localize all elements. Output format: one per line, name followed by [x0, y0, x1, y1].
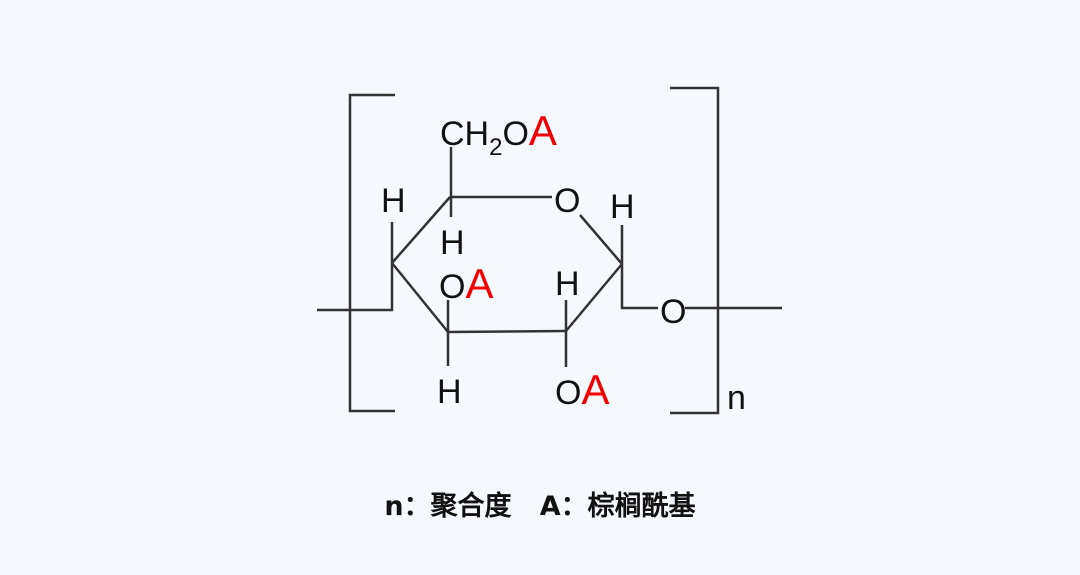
h-c3: H — [437, 373, 462, 411]
h-c5: H — [440, 224, 465, 262]
bond-c1-glycosidic-o — [620, 264, 658, 310]
ch2oa-group: CH2OA — [440, 107, 557, 161]
h-c1: H — [610, 188, 635, 226]
bonds — [317, 86, 782, 415]
bond-c4-c5 — [391, 196, 451, 264]
caption-n: n：聚合度 — [384, 491, 512, 522]
glycosidic-oxygen: O — [660, 293, 686, 331]
right-bracket — [670, 86, 720, 415]
caption-a: A：棕榈酰基 — [539, 491, 696, 522]
left-bracket — [348, 93, 395, 413]
degree-of-polymerization-n: n — [727, 379, 746, 417]
bond-c1-c2 — [565, 263, 623, 332]
bond-c2-c3 — [447, 329, 567, 334]
oa-c2: OA — [555, 366, 609, 413]
bond-c3-c4 — [391, 262, 449, 333]
oa-c3: OA — [439, 260, 493, 307]
h-c2: H — [555, 265, 580, 303]
bond-o-c1 — [579, 214, 623, 265]
legend-caption: n：聚合度 A：棕榈酰基 — [0, 484, 1080, 523]
h-c4: H — [381, 182, 406, 220]
ring-oxygen: O — [554, 182, 580, 220]
bond-c4-link — [317, 263, 394, 312]
